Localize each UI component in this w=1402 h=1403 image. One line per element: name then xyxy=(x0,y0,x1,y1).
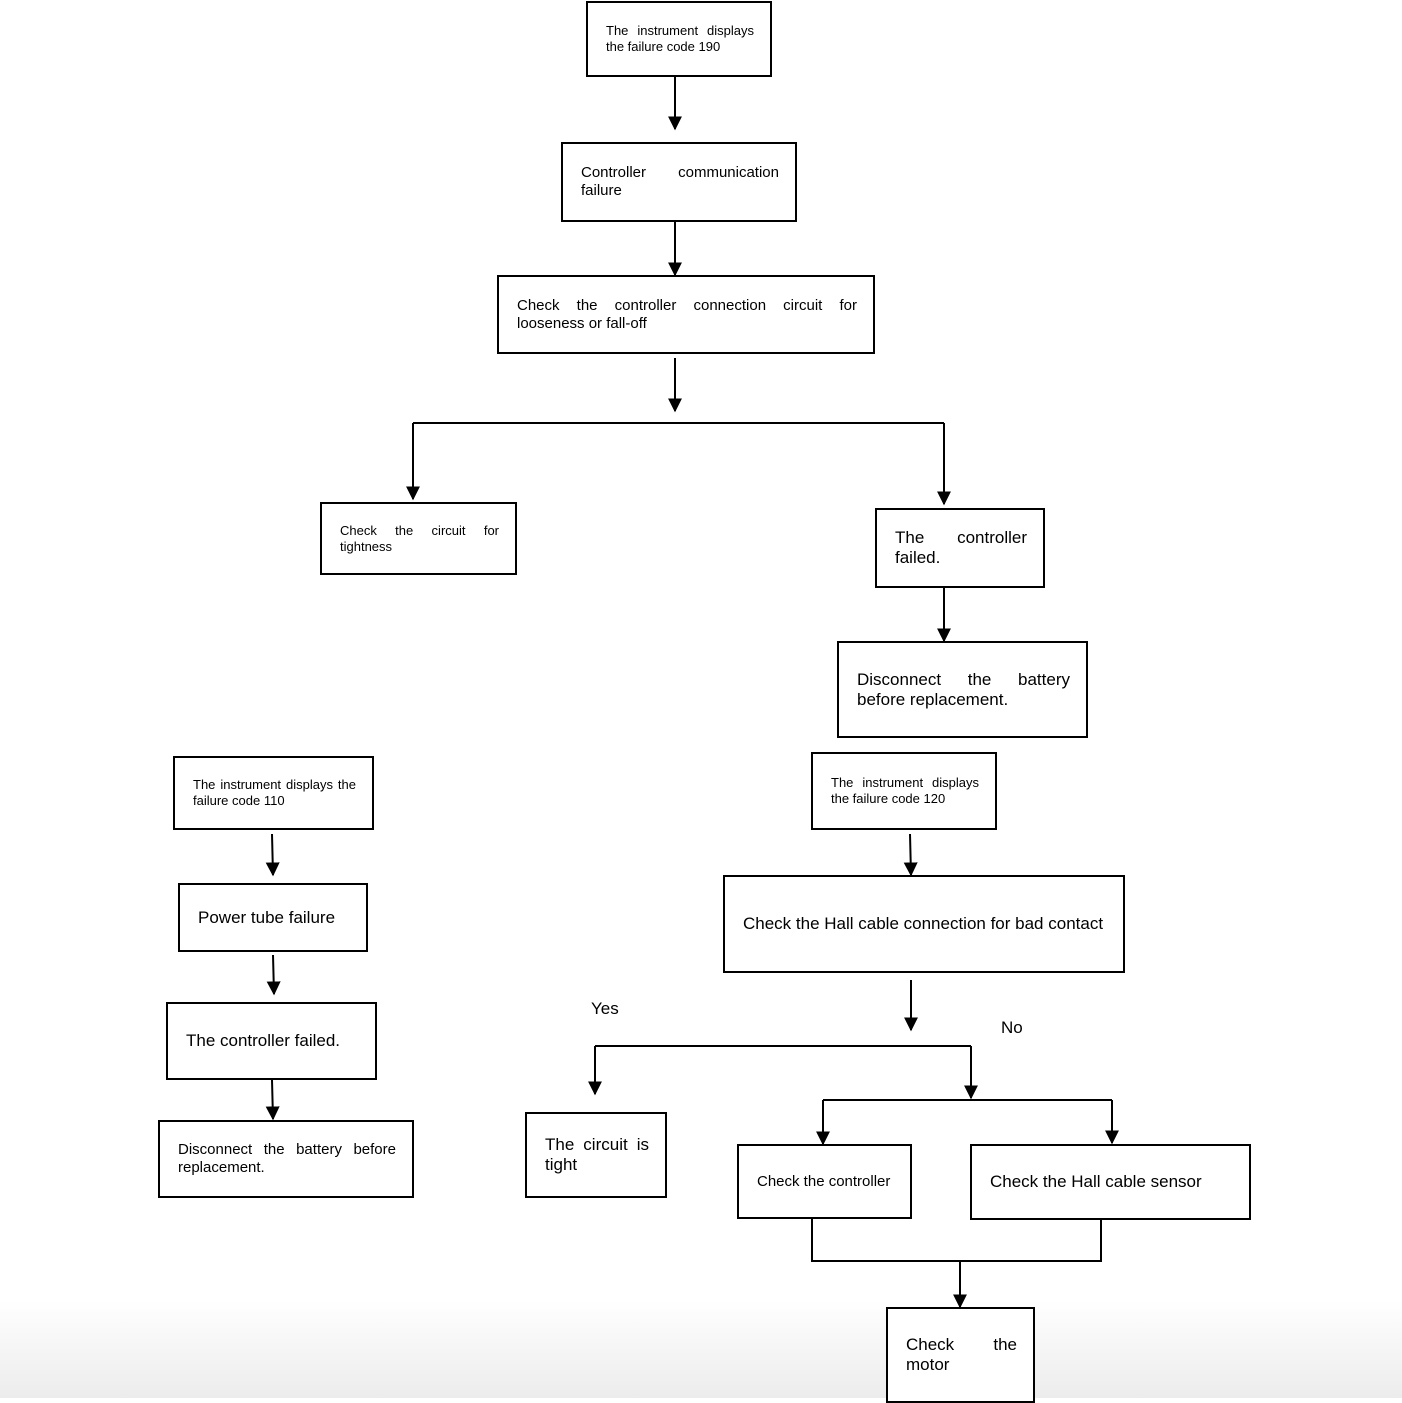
node-check-motor: Check the motor xyxy=(886,1307,1035,1403)
arrow-failed-to-disconnect xyxy=(265,1079,280,1121)
node-check-connection-circuit: Check the controller connection circuit … xyxy=(497,275,875,354)
merge-line xyxy=(811,1213,1102,1262)
node-check-circuit-tightness: Check the circuit for tightness xyxy=(320,502,517,575)
node-controller-communication-failure: Controller communication failure xyxy=(561,142,797,222)
node-disconnect-battery-110: Disconnect the battery before replacemen… xyxy=(158,1120,414,1198)
node-check-hall-cable-connection: Check the Hall cable connection for bad … xyxy=(723,875,1125,973)
node-code-110: The instrument displays the failure code… xyxy=(173,756,374,830)
label-no: No xyxy=(1001,1018,1023,1037)
arrow-120-to-hall xyxy=(903,833,918,877)
node-controller-failed-190: The controller failed. xyxy=(875,508,1045,588)
node-controller-failed-110: The controller failed. xyxy=(166,1002,377,1080)
node-circuit-is-tight: The circuit is tight xyxy=(525,1112,667,1198)
node-code-190: The instrument displays the failure code… xyxy=(586,1,772,77)
arrow-power-to-failed xyxy=(266,954,281,996)
node-disconnect-battery-190: Disconnect the battery before replacemen… xyxy=(837,641,1088,738)
node-check-hall-cable-sensor: Check the Hall cable sensor xyxy=(970,1144,1251,1220)
node-check-controller: Check the controller xyxy=(737,1144,912,1219)
arrow-110-to-power xyxy=(265,833,280,877)
label-yes: Yes xyxy=(591,999,619,1018)
node-code-120: The instrument displays the failure code… xyxy=(811,752,997,830)
bottom-shading xyxy=(0,1300,1402,1398)
node-power-tube-failure: Power tube failure xyxy=(178,883,368,952)
